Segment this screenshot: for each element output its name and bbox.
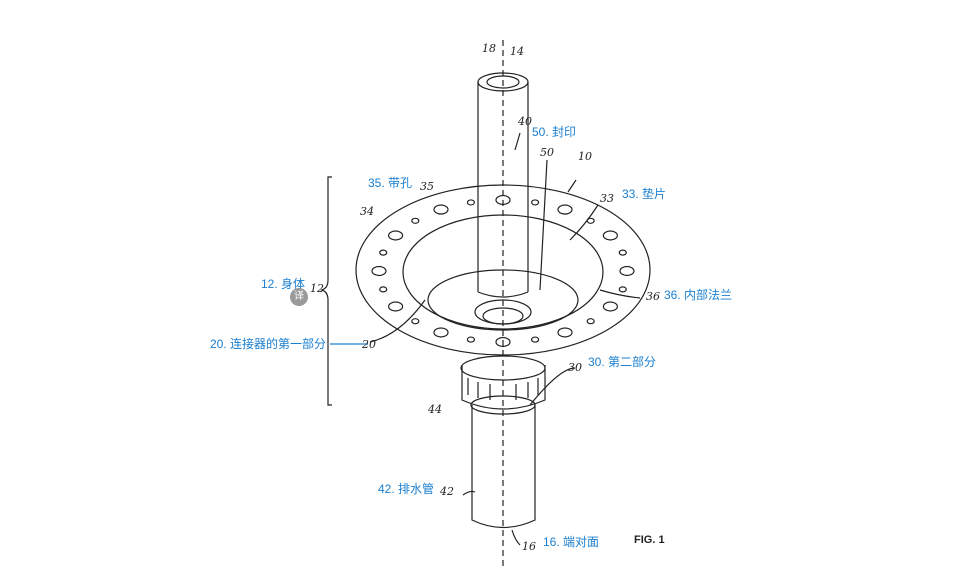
numeral-35: 35 [420, 180, 434, 193]
flange-hole [557, 327, 573, 338]
drain-pipe [471, 405, 536, 529]
flange-hole [602, 301, 618, 312]
label-drain-pipe: 42. 排水管 [378, 482, 435, 496]
flange-hole [411, 217, 420, 224]
flange-outer [355, 184, 651, 356]
label-seal: 50. 封印 [532, 125, 577, 139]
label-holes: 35. 带孔 [368, 176, 413, 190]
flange-hole [618, 249, 627, 256]
flange-hole [557, 204, 573, 215]
seal-pipe [477, 82, 529, 292]
flange-hole [379, 249, 388, 256]
numeral-44: 44 [427, 403, 442, 416]
leader-lines [369, 132, 641, 546]
flange-hole [619, 265, 635, 277]
flange-hole [495, 336, 511, 348]
label-body: 12. 身体 [261, 277, 306, 291]
flange-hole [530, 336, 540, 343]
label-inner-flange: 36. 内部法兰 [664, 288, 733, 302]
numeral-30: 30 [568, 361, 582, 374]
seal-pipe-bore [486, 75, 520, 89]
flange-hole [495, 194, 511, 206]
body-bracket [320, 176, 332, 406]
flange-hole [530, 199, 540, 206]
label-first-part: 20. 连接器的第一部分 [210, 337, 327, 351]
seal-pipe-bottom-edge [477, 291, 529, 298]
numeral-12: 12 [310, 282, 324, 295]
flange-hole [618, 286, 627, 293]
numeral-20: 20 [361, 338, 376, 351]
flange-hole [371, 265, 387, 277]
numeral-33: 33 [600, 192, 614, 205]
flange-inner [402, 214, 604, 330]
connector-bore-inner [482, 307, 524, 325]
flange-hole [433, 204, 449, 215]
drain-pipe-top-rim [470, 395, 536, 415]
seal-pipe-top-rim [477, 72, 529, 92]
numeral-14: 14 [510, 45, 524, 58]
hub-top-rim [460, 355, 546, 381]
flange-hole [466, 199, 476, 206]
hub-ribs [467, 378, 539, 400]
label-second-part: 30. 第二部分 [588, 355, 657, 369]
numeral-40: 40 [517, 115, 532, 128]
numeral-36: 36 [646, 290, 660, 303]
flange-hole [433, 327, 449, 338]
flange-hole [466, 336, 476, 343]
figure-caption: FIG. 1 [634, 534, 665, 546]
flange-hole [388, 230, 404, 241]
reference-numerals: 18 14 40 50 10 35 34 33 12 36 20 30 44 4… [310, 42, 660, 553]
numeral-42: 42 [439, 485, 454, 498]
flange-hole [411, 318, 420, 325]
numeral-34: 34 [360, 205, 374, 218]
inner-flange [427, 269, 579, 331]
translate-icon[interactable]: 译 [290, 288, 308, 306]
flange-hole [388, 301, 404, 312]
flange-hole [602, 230, 618, 241]
label-end-face: 16. 端对面 [543, 535, 600, 549]
flange-hole [586, 318, 595, 325]
flange-holes [371, 194, 635, 348]
numeral-16: 16 [522, 540, 536, 553]
second-part-hub [461, 365, 546, 410]
numeral-10: 10 [578, 150, 592, 163]
numeral-18: 18 [482, 42, 496, 55]
flange-hole [379, 286, 388, 293]
label-gasket: 33. 垫片 [622, 187, 667, 201]
numeral-50: 50 [540, 146, 554, 159]
